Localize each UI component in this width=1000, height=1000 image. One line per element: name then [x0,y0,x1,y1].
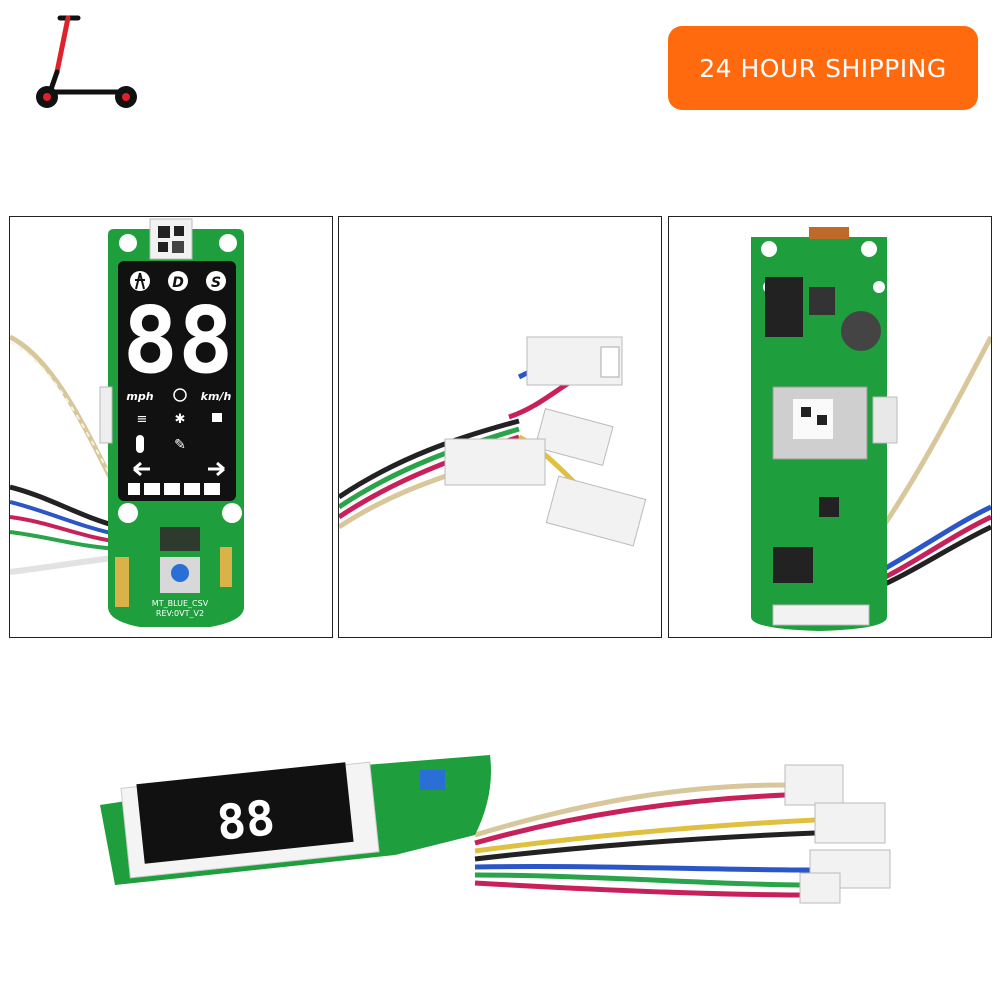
shipping-badge: 24 HOUR SHIPPING [668,26,978,110]
scooter-logo-icon [30,12,145,112]
svg-text:✎: ✎ [174,437,186,453]
unit-kmh: km/h [201,390,232,403]
svg-text:≡: ≡ [137,412,148,427]
mode-d-label: D [172,275,184,291]
assembly-photo: 88 [95,745,915,925]
front-board-photo: D S 88 mph km/h ≡ ✱ ✎ MT_BLUE_CSV REV:0V… [9,216,333,638]
back-board-photo [668,216,992,638]
svg-text:✱: ✱ [175,412,186,427]
unit-mph: mph [126,390,153,403]
speed-digits: 88 [123,287,234,394]
svg-text:88: 88 [214,790,277,852]
board-label-1: MT_BLUE_CSV [152,599,209,608]
mode-s-label: S [211,275,221,291]
connectors-photo [338,216,662,638]
board-label-2: REV:0VT_V2 [156,609,204,618]
